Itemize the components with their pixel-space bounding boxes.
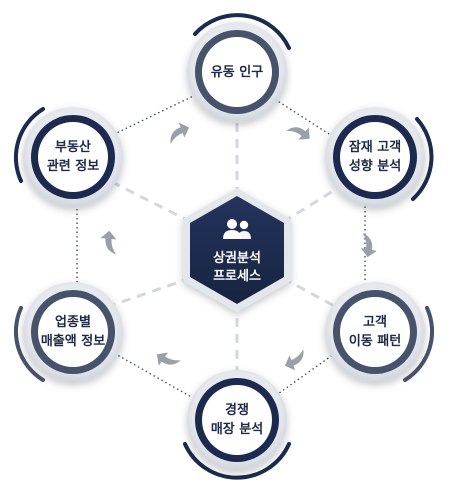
node-label-line: 부동산 <box>55 140 91 155</box>
node-label-line: 이동 패턴 <box>348 334 402 349</box>
center-title-line: 상권분석 <box>213 251 261 266</box>
curved-arrow-icon <box>286 127 310 140</box>
node-label-line: 매장 분석 <box>210 422 264 437</box>
node-label-potential-customer: 잠재 고객 성향 분석 <box>320 138 430 176</box>
center-title: 상권분석 프로세스 <box>177 250 297 286</box>
node-label-line: 고객 <box>363 315 387 330</box>
curved-arrow-icon <box>170 122 190 144</box>
inner-spokes <box>103 107 339 392</box>
curved-arrow-icon <box>284 349 304 371</box>
curved-arrow-icon <box>361 233 377 258</box>
curved-arrow-icon <box>156 352 181 366</box>
users-icon <box>223 219 251 239</box>
center-title-line: 프로세스 <box>213 269 261 284</box>
node-label-floating-population: 유동 인구 <box>182 63 292 82</box>
node-label-customer-movement: 고객 이동 패턴 <box>320 313 430 351</box>
node-label-line: 업종별 <box>55 315 91 330</box>
node-label-line: 잠재 고객 <box>348 140 402 155</box>
node-label-line: 경쟁 <box>225 403 249 418</box>
node-competing-store <box>183 370 291 480</box>
node-label-competing-store: 경쟁 매장 분석 <box>182 401 292 439</box>
node-label-industry-sales: 업종별 매출액 정보 <box>18 313 128 351</box>
node-real-estate <box>13 107 123 207</box>
node-label-real-estate: 부동산 관련 정보 <box>18 138 128 176</box>
center-hexagon <box>183 188 291 312</box>
node-label-line: 유동 인구 <box>210 65 264 80</box>
node-customer-movement <box>325 282 435 382</box>
node-floating-population <box>187 13 291 122</box>
curved-arrow-icon <box>100 230 117 255</box>
node-label-line: 관련 정보 <box>46 159 100 174</box>
node-label-line: 매출액 정보 <box>40 334 106 349</box>
node-potential-customer <box>325 107 434 207</box>
flow-arrows <box>100 122 377 371</box>
node-label-line: 성향 분석 <box>348 159 402 174</box>
node-industry-sales <box>13 282 123 382</box>
